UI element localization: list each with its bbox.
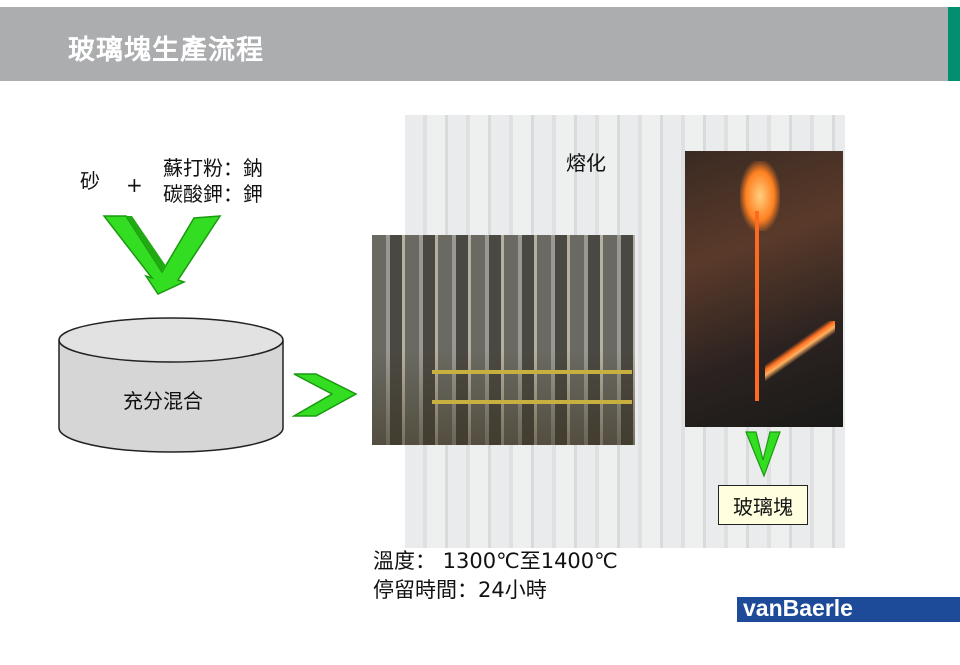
mixing-drum: [58, 317, 284, 453]
small-down-arrow-icon: [745, 431, 781, 478]
logo-text: vanBaerle: [743, 595, 853, 621]
soda-label: 蘇打粉：鈉: [163, 156, 263, 180]
header-bar: [0, 7, 948, 81]
plus-sign: +: [126, 173, 143, 197]
down-arrow-icon: [102, 215, 222, 295]
page-title: 玻璃塊生產流程: [68, 35, 264, 66]
glass-block-label: 玻璃塊: [718, 485, 808, 525]
duration-text: 停留時間：24小時: [373, 578, 547, 602]
vanbaerle-logo: vanBaerle: [737, 595, 960, 622]
temperature-text: 溫度： 1300℃至1400℃: [373, 549, 618, 573]
molten-glass-photo: [685, 151, 843, 427]
right-arrow-icon: [292, 373, 358, 417]
mixer-label: 充分混合: [123, 389, 203, 413]
header-accent: [948, 7, 960, 81]
potash-label: 碳酸鉀：鉀: [163, 182, 263, 206]
melting-label: 熔化: [566, 151, 606, 175]
melting-furnace-photo: [372, 235, 635, 445]
sand-label: 砂: [80, 169, 100, 193]
